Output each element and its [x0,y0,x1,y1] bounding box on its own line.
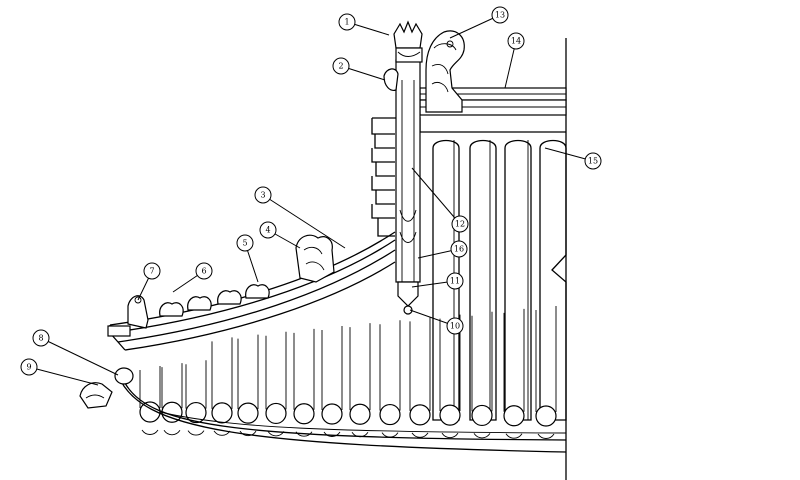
callout-label: 9 [26,363,31,372]
callout-12: 12 [411,167,469,233]
eave-edge [117,374,567,453]
callout-label: 4 [265,226,270,235]
callout-10: 10 [409,309,464,335]
callout-circle [507,32,525,50]
callout-14: 14 [504,32,525,89]
callout-circle [338,13,356,31]
hip-beast-ornament [295,234,335,283]
callout-circle [195,262,213,280]
callout-1: 1 [338,13,390,36]
callout-circle [236,234,254,252]
callout-circle [491,6,509,24]
callout-label: 8 [38,334,43,343]
callout-circle [450,240,468,258]
callout-leader [411,167,461,225]
callout-circle [451,215,469,233]
callout-circle [332,57,350,75]
immortal-rider-ornament [127,295,149,329]
hip-small-figures [159,284,270,317]
callout-circle [446,272,464,290]
callout-label: 15 [588,157,598,166]
callout-label: 1 [344,18,349,27]
callout-leader [28,366,99,386]
callout-label: 7 [149,267,154,276]
callout-16: 16 [417,240,468,259]
callout-label: 16 [454,245,464,254]
callout-circle [446,317,464,335]
callout-circle [584,152,602,170]
callout-15: 15 [544,147,602,170]
callout-leader [449,14,501,39]
callout-circle [32,329,50,347]
callout-3: 3 [254,186,346,249]
hip-ridge [109,231,396,351]
callout-4: 4 [259,221,301,249]
callout-label: 6 [201,267,206,276]
lower-tile-rows [139,306,557,439]
callout-circle [20,358,38,376]
callout-label: 11 [450,277,460,286]
ridge-end-ornament [79,325,134,409]
callout-circle [254,186,272,204]
callout-circle [143,262,161,280]
callout-label: 10 [450,322,460,331]
callout-label: 13 [495,11,505,20]
callout-circle [259,221,277,239]
ridge-post [395,59,421,315]
callout-leader [40,337,119,376]
ridge-finial [383,20,423,91]
callout-6: 6 [172,262,213,293]
callout-label: 12 [455,220,465,229]
callout-5: 5 [236,234,259,283]
callout-label: 14 [511,37,521,46]
callout-leader [262,194,346,249]
callout-label: 5 [242,239,247,248]
callout-11: 11 [411,272,464,290]
callout-label: 3 [260,191,265,200]
callout-7: 7 [137,262,161,301]
callout-label: 2 [338,62,343,71]
ridge-lion-ornament [425,30,465,113]
callout-9: 9 [20,358,99,386]
callout-2: 2 [332,57,386,81]
callout-13: 13 [449,6,509,39]
callout-8: 8 [32,329,119,376]
